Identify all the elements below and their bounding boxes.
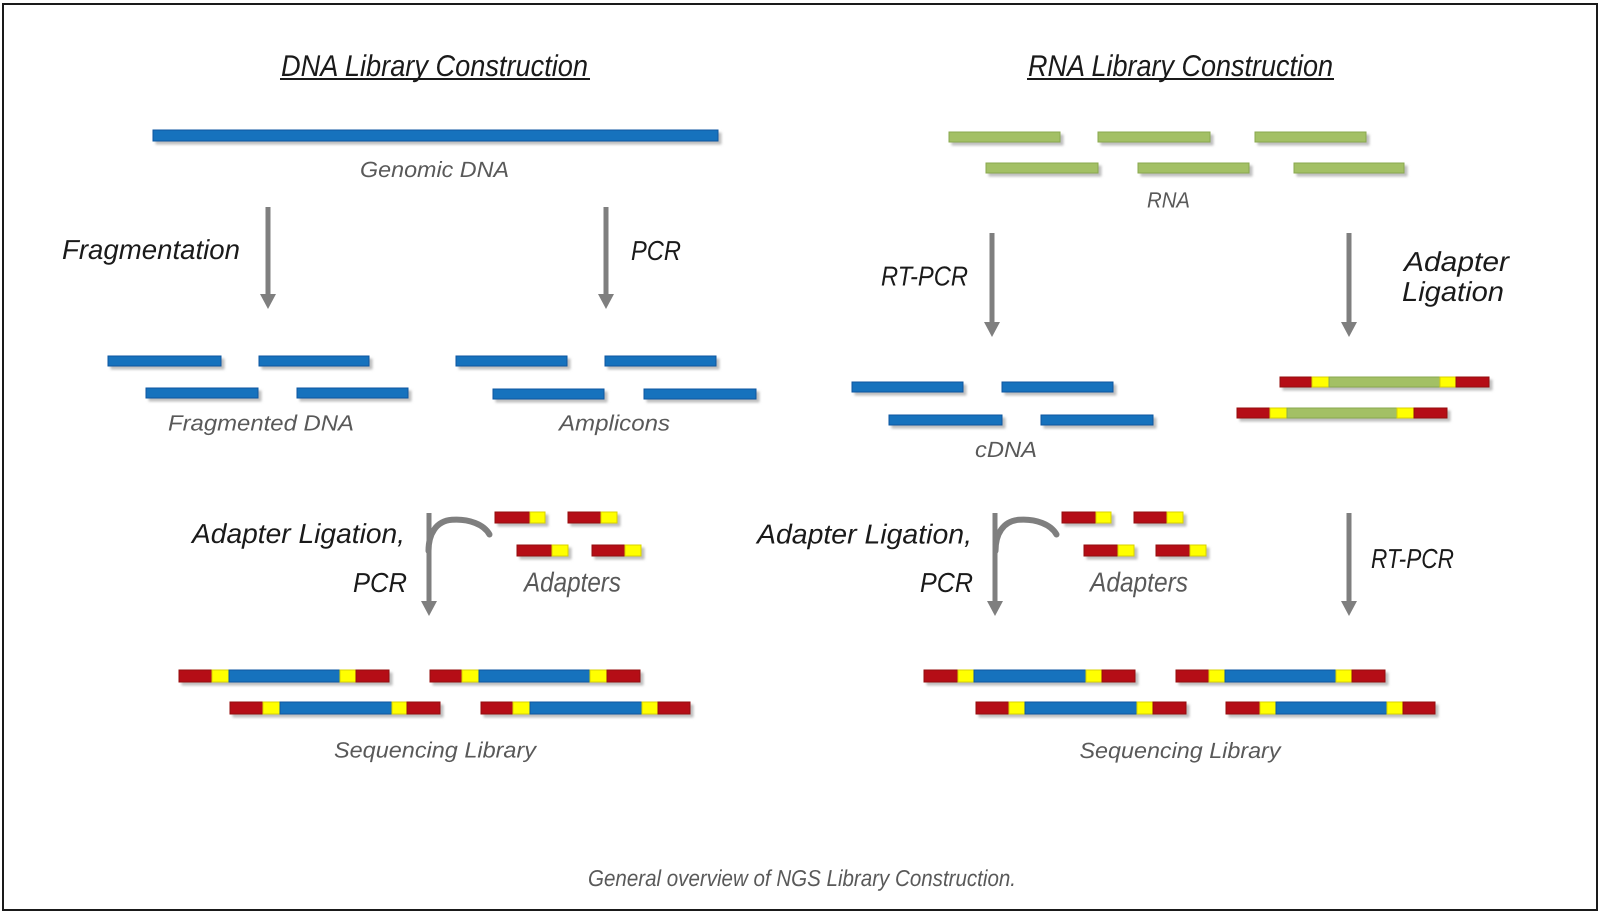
- svg-text:RT-PCR: RT-PCR: [881, 261, 968, 292]
- svg-text:Genomic DNA: Genomic DNA: [360, 157, 509, 182]
- svg-text:Amplicons: Amplicons: [557, 411, 670, 436]
- svg-text:RT-PCR: RT-PCR: [1371, 543, 1454, 574]
- svg-text:Adapter Ligation,: Adapter Ligation,: [755, 519, 972, 550]
- svg-text:DNA Library Construction: DNA Library Construction: [281, 50, 588, 83]
- svg-text:Fragmentation: Fragmentation: [62, 234, 240, 265]
- svg-text:Ligation: Ligation: [1402, 276, 1504, 307]
- svg-text:Adapters: Adapters: [1088, 567, 1188, 598]
- svg-text:Adapters: Adapters: [522, 567, 621, 598]
- svg-text:General overview of NGS Librar: General overview of NGS Library Construc…: [588, 865, 1016, 891]
- svg-text:Sequencing Library: Sequencing Library: [334, 738, 538, 763]
- svg-text:Sequencing Library: Sequencing Library: [1080, 738, 1283, 763]
- svg-text:PCR: PCR: [353, 567, 407, 598]
- svg-text:PCR: PCR: [920, 567, 973, 598]
- svg-text:Adapter Ligation,: Adapter Ligation,: [190, 518, 405, 549]
- svg-text:Adapter: Adapter: [1402, 246, 1511, 277]
- svg-text:RNA Library Construction: RNA Library Construction: [1028, 50, 1333, 83]
- svg-text:RNA: RNA: [1147, 188, 1190, 213]
- svg-text:Fragmented DNA: Fragmented DNA: [168, 411, 354, 436]
- svg-text:cDNA: cDNA: [975, 437, 1037, 462]
- svg-text:PCR: PCR: [631, 235, 681, 266]
